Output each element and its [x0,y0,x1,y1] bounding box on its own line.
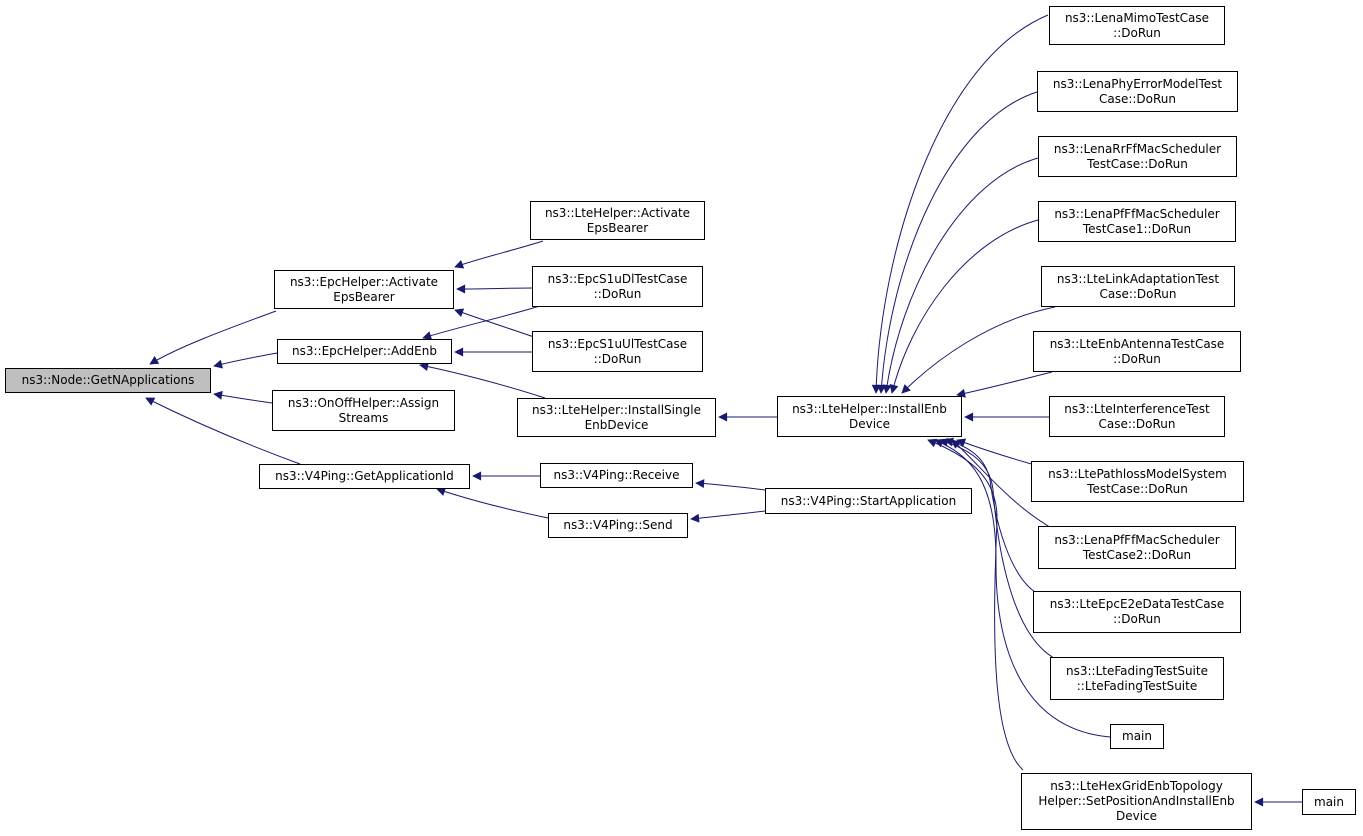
node-label-line: TestCase1::DoRun [1082,221,1192,236]
node-label-line: ns3::LenaRrFfMacScheduler [1053,141,1222,156]
node-label-line: ns3::LteHelper::InstallEnb [792,401,947,416]
node-label-line: ::DoRun [593,351,642,366]
edge-pathloss-to-installenb [956,438,1036,466]
edge-v4_send-to-v4_getapp [436,487,549,519]
node-label-line: EnbDevice [584,417,649,432]
node-label-line: ns3::LteHelper::Activate [544,205,691,220]
node-label-line: ns3::LteLinkAdaptationTest [1056,271,1220,286]
node-label-line: ns3::V4Ping::Receive [553,468,680,482]
node-label-line: Case::DoRun [1099,286,1177,301]
node-label-line: ns3::LtePathlossModelSystem [1048,466,1227,481]
edge-lte_act-to-epc_act [454,240,544,269]
node-label-line: ns3::LteEnbAntennaTestCase [1049,336,1225,351]
node-label-line: ns3::EpcS1uUlTestCase [547,336,688,351]
node-fading[interactable]: ns3::LteFadingTestSuite::LteFadingTestSu… [1050,657,1224,700]
node-label-line: TestCase::DoRun [1087,481,1188,496]
node-v4_start[interactable]: ns3::V4Ping::StartApplication [765,488,972,514]
edge-e2e-to-installenb [944,437,1041,596]
node-label-line: ns3::LenaPfFfMacScheduler [1054,206,1220,221]
node-label-line: ns3::EpcHelper::AddEnb [292,344,437,358]
edge-s1dl-to-epc_act [456,284,534,294]
node-label-line: ns3::LteEpcE2eDataTestCase [1049,597,1225,611]
edge-pfff1-to-installenb [889,219,1039,394]
node-label-line: Device [848,416,891,431]
edge-v4_start-to-v4_recv [695,479,774,492]
node-label-line: ns3::V4Ping::Send [563,518,673,532]
node-v4_send[interactable]: ns3::V4Ping::Send [548,513,688,538]
edge-s1dl-to-epc_add [422,305,541,340]
edge-rrff-to-installenb [882,157,1039,394]
node-label-line: EpsBearer [333,289,395,304]
node-label-line: ns3::LteInterferenceTest [1064,401,1210,416]
node-label-line: TestCase::DoRun [1087,156,1188,171]
node-main1[interactable]: main [1110,724,1164,749]
edge-linkad-to-installenb [901,306,1056,394]
edge-s1ul-to-epc_act [454,308,535,338]
node-label-line: Streams [338,410,389,425]
node-label-line: ::DoRun [1113,25,1161,40]
node-label-line: Device [1115,809,1158,823]
node-label-line: Case::DoRun [1098,416,1176,431]
node-main2[interactable]: main [1302,789,1356,815]
edge-epc_act-to-getn [149,310,277,365]
edge-antenna-to-installenb [956,371,1053,398]
edge-single-to-epc_add [419,362,546,399]
node-label-line: Case::DoRun [1098,91,1177,106]
edge-mimo-to-installenb [871,14,1049,394]
node-label-line: ns3::V4Ping::GetApplicationId [275,469,454,483]
node-label-line: ns3::EpcS1uDlTestCase [547,271,688,286]
node-label-line: ::DoRun [1113,612,1161,626]
edge-v4_start-to-v4_send [690,509,774,523]
edge-onoff-to-getn [213,390,273,404]
node-label-line: ns3::LenaPhyErrorModelTest [1052,76,1223,91]
edge-v4_getapp-to-getn [145,397,301,465]
node-label-line: ::LteFadingTestSuite [1076,678,1198,693]
node-label-line: Helper::SetPositionAndInstallEnb [1038,794,1235,808]
node-label-line: ns3::LteHelper::InstallSingle [532,402,701,417]
edge-hexgrid-to-installenb [927,438,1024,771]
node-s1ul[interactable]: ns3::EpcS1uUlTestCase::DoRun [532,331,703,372]
node-antenna[interactable]: ns3::LteEnbAntennaTestCase::DoRun [1033,331,1241,372]
node-label-line: ns3::LenaPfFfMacScheduler [1054,532,1220,547]
node-label-line: ns3::LenaMimoTestCase [1064,10,1210,25]
node-label-line: ns3::V4Ping::StartApplication [780,493,957,508]
node-s1dl[interactable]: ns3::EpcS1uDlTestCase::DoRun [532,266,703,307]
node-label-line: ns3::Node::GetNApplications [21,373,195,387]
node-label-line: ::DoRun [593,286,642,301]
node-label-line: TestCase2::DoRun [1082,547,1192,562]
node-epc_add[interactable]: ns3::EpcHelper::AddEnb [277,339,452,364]
node-label-line: main [1122,729,1152,743]
edge-phyerr-to-installenb [877,91,1038,394]
node-label-line: ns3::LteFadingTestSuite [1066,663,1208,678]
edge-fading-to-installenb [939,438,1061,662]
edge-epc_add-to-getn [213,352,278,369]
node-getn[interactable]: ns3::Node::GetNApplications [5,368,211,393]
node-mimo[interactable]: ns3::LenaMimoTestCase::DoRun [1049,6,1225,45]
node-label-line: ::DoRun [1113,351,1161,366]
node-label-line: ns3::EpcHelper::Activate [289,274,439,289]
node-label-line: main [1314,794,1344,809]
node-e2e[interactable]: ns3::LteEpcE2eDataTestCase::DoRun [1033,591,1241,633]
node-v4_recv[interactable]: ns3::V4Ping::Receive [540,463,693,488]
node-label-line: ns3::OnOffHelper::Assign [287,395,440,410]
node-label-line: EpsBearer [586,220,649,235]
node-v4_getapp[interactable]: ns3::V4Ping::GetApplicationId [259,464,470,489]
node-label-line: ns3::LteHexGridEnbTopology [1050,779,1223,793]
